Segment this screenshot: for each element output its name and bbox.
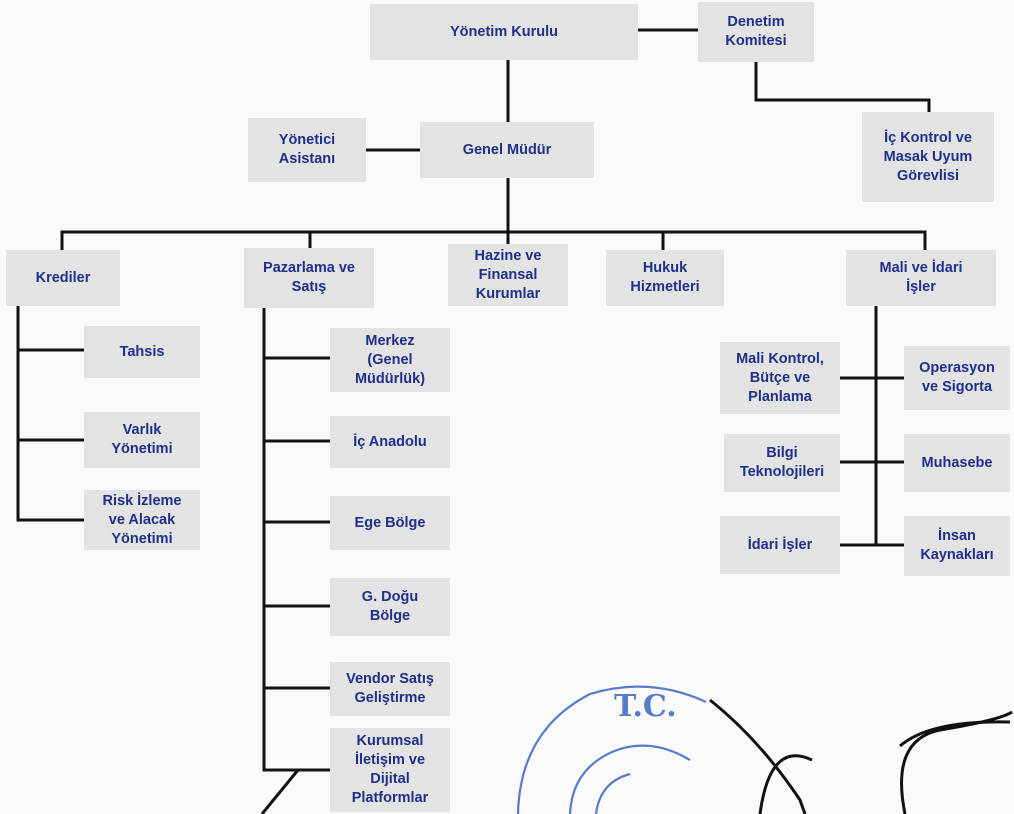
node-legal-label: Hukuk Hizmetleri [630,260,700,295]
node-risk-monitoring-label: Risk İzleme ve Alacak Yönetimi [102,492,182,547]
node-admin-affairs-label: İdari İşler [747,536,813,553]
node-accounting: Muhasebe [904,434,1010,492]
node-southeast: G. Doğu Bölge [330,578,450,636]
stamp-outer-ring [516,693,591,814]
node-it-label: Bilgi Teknolojileri [739,445,825,480]
stamp-outer-ring-top [589,685,707,703]
node-head-office-label: Merkez (Genel Müdürlük) [354,332,426,387]
node-internal-control-label: İç Kontrol ve Masak Uyum Görevlisi [883,129,973,184]
signature-stroke-2 [758,754,813,814]
signature-stroke-4 [899,720,1011,748]
node-finance-admin: Mali ve İdari İşler [846,250,996,306]
node-operations: Operasyon ve Sigorta [904,346,1010,410]
signature-stroke-1 [709,698,807,814]
signature-stroke-3 [900,710,1013,814]
node-audit-committee: Denetim Komitesi [698,2,814,62]
node-exec-assistant: Yönetici Asistanı [248,118,366,182]
node-hr: İnsan Kaynakları [904,516,1010,576]
node-corp-comm: Kurumsal İletişim ve Dijital Platformlar [330,728,450,812]
node-treasury-label: Hazine ve Finansal Kurumlar [474,247,542,302]
node-general-manager-label: Genel Müdür [462,141,552,158]
node-financial-control-label: Mali Kontrol, Bütçe ve Planlama [736,350,824,405]
node-marketing-sales-label: Pazarlama ve Satış [263,260,355,295]
node-corp-comm-label: Kurumsal İletişim ve Dijital Platformlar [351,733,429,806]
node-risk-monitoring: Risk İzleme ve Alacak Yönetimi [84,490,200,550]
node-asset-mgmt: Varlık Yönetimi [84,412,200,468]
node-marketing-sales: Pazarlama ve Satış [244,248,374,308]
signature-stroke-5 [260,769,300,814]
node-financial-control: Mali Kontrol, Bütçe ve Planlama [720,342,840,414]
node-internal-control: İç Kontrol ve Masak Uyum Görevlisi [862,112,994,202]
node-legal: Hukuk Hizmetleri [606,250,724,306]
node-head-office: Merkez (Genel Müdürlük) [330,328,450,392]
node-board-label: Yönetim Kurulu [450,23,558,40]
node-admin-affairs: İdari İşler [720,516,840,574]
node-credits: Krediler [6,250,120,306]
node-central-anatolia: İç Anadolu [330,416,450,468]
node-treasury: Hazine ve Finansal Kurumlar [448,244,568,306]
node-credits-label: Krediler [35,269,91,286]
node-exec-assistant-label: Yönetici Asistanı [278,132,336,167]
node-vendor-sales-label: Vendor Satış Geliştirme [346,671,434,706]
node-audit-committee-label: Denetim Komitesi [725,14,787,49]
node-it: Bilgi Teknolojileri [724,434,840,492]
node-vendor-sales: Vendor Satış Geliştirme [330,662,450,716]
stamp-text: T.C. [614,689,677,724]
node-asset-mgmt-label: Varlık Yönetimi [111,422,173,457]
node-southeast-label: G. Doğu Bölge [361,589,419,624]
node-general-manager: Genel Müdür [420,122,594,178]
node-finance-admin-label: Mali ve İdari İşler [879,260,963,295]
stamp-crescent [568,744,691,814]
node-allocation-label: Tahsis [119,343,165,360]
node-central-anatolia-label: İç Anadolu [353,433,427,450]
node-board: Yönetim Kurulu [370,4,638,60]
node-accounting-label: Muhasebe [921,454,993,471]
node-aegean-label: Ege Bölge [354,514,426,531]
node-allocation: Tahsis [84,326,200,378]
stamp-crescent-inner [594,772,631,814]
node-aegean: Ege Bölge [330,496,450,550]
node-hr-label: İnsan Kaynakları [920,528,994,563]
node-operations-label: Operasyon ve Sigorta [919,360,995,395]
